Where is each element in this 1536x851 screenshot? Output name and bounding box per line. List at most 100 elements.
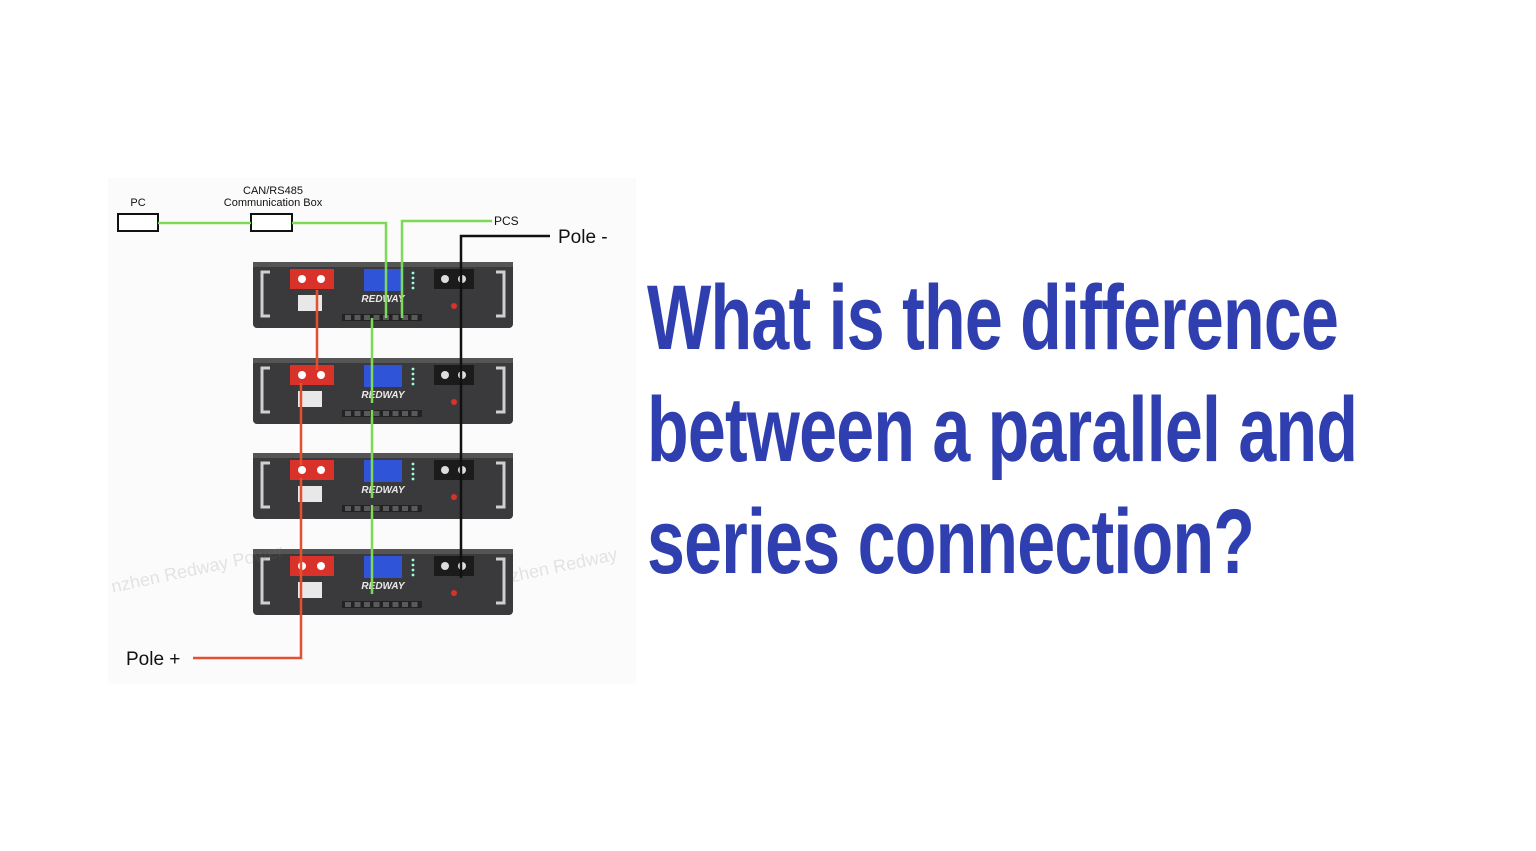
comm-port — [354, 602, 361, 607]
comm-port — [345, 411, 351, 416]
comm-port — [345, 315, 351, 320]
comm-port — [373, 506, 380, 511]
battery-handle-right — [496, 461, 506, 509]
terminal-bolt — [441, 371, 449, 379]
battery-module: REDWAY — [253, 549, 513, 615]
battery-screen — [364, 269, 402, 291]
terminal-bolt — [317, 466, 325, 474]
comm-port — [411, 315, 418, 320]
breaker-switch — [298, 391, 322, 407]
positive-terminal — [290, 460, 334, 480]
status-led — [411, 573, 415, 577]
terminal-bolt — [441, 466, 449, 474]
negative-terminal — [434, 365, 474, 385]
status-led — [411, 472, 415, 476]
pc-label: PC — [130, 197, 145, 209]
battery-top-edge — [253, 549, 513, 554]
battery-brand-label: REDWAY — [361, 294, 405, 305]
comm-box-label-2: Communication Box — [224, 197, 323, 209]
comm-port — [354, 315, 361, 320]
status-led — [411, 467, 415, 471]
battery-screen — [364, 556, 402, 578]
power-button — [451, 399, 457, 405]
breaker-switch — [298, 295, 322, 311]
comm-port — [373, 315, 380, 320]
port-strip — [342, 505, 422, 512]
comm-port — [345, 506, 351, 511]
battery-handle-right — [496, 366, 506, 414]
terminal-bolt — [298, 275, 306, 283]
terminal-bolt — [317, 371, 325, 379]
battery-module: REDWAY — [253, 453, 513, 519]
wiring-diagram-svg: PC CAN/RS485 Communication Box PCS Pole … — [109, 185, 619, 670]
port-strip — [342, 314, 422, 321]
status-led — [411, 558, 415, 562]
terminal-bolt — [317, 562, 325, 570]
negative-terminal — [434, 556, 474, 576]
battery-handle-left — [260, 366, 270, 414]
battery-brand-label: REDWAY — [361, 390, 405, 401]
battery-module: REDWAY — [253, 262, 513, 328]
comm-port — [364, 315, 370, 320]
comm-port — [392, 411, 399, 416]
terminal-bolt — [441, 562, 449, 570]
status-led — [411, 286, 415, 290]
comm-port — [345, 602, 351, 607]
positive-terminal — [290, 365, 334, 385]
status-led — [411, 568, 415, 572]
comm-port — [383, 411, 389, 416]
battery-module: REDWAY — [253, 358, 513, 424]
positive-bus-wire-3 — [193, 478, 303, 660]
comm-port — [354, 411, 361, 416]
pcs-label: PCS — [494, 214, 519, 228]
comm-to-battery-wire — [292, 221, 388, 318]
pole-minus-label: Pole - — [558, 227, 608, 248]
comm-box — [250, 213, 293, 232]
terminal-bolt — [298, 466, 306, 474]
status-led — [411, 367, 415, 371]
breaker-switch — [298, 486, 322, 502]
battery-screen — [364, 460, 402, 482]
comm-port — [402, 506, 408, 511]
comm-port — [383, 506, 389, 511]
wires — [158, 219, 550, 660]
positive-terminal — [290, 556, 334, 576]
port-strip — [342, 601, 422, 608]
status-led — [411, 382, 415, 386]
comm-port — [373, 411, 380, 416]
power-button — [451, 303, 457, 309]
pole-plus-label: Pole + — [126, 649, 180, 670]
status-led — [411, 462, 415, 466]
comm-port — [411, 506, 418, 511]
status-led — [411, 563, 415, 567]
battery-handle-left — [260, 557, 270, 605]
battery-handle-left — [260, 461, 270, 509]
negative-bus-wire — [459, 234, 550, 578]
pc-box — [117, 213, 159, 232]
power-button — [451, 590, 457, 596]
negative-terminal — [434, 269, 474, 289]
comm-port — [364, 506, 370, 511]
comm-port — [402, 602, 408, 607]
page-headline: What is the difference between a paralle… — [647, 262, 1358, 598]
comm-port — [364, 411, 370, 416]
comm-port — [392, 602, 399, 607]
positive-terminal — [290, 269, 334, 289]
battery-screen — [364, 365, 402, 387]
status-led — [411, 477, 415, 481]
comm-port — [411, 602, 418, 607]
terminal-bolt — [441, 275, 449, 283]
watermark-right: zhen Redway — [508, 544, 619, 586]
comm-box-label-1: CAN/RS485 — [243, 185, 303, 197]
battery-top-edge — [253, 358, 513, 363]
headline-line-2: between a parallel and — [647, 379, 1358, 481]
comm-port — [383, 602, 389, 607]
port-strip — [342, 410, 422, 417]
terminal-bolt — [298, 371, 306, 379]
battery-stack: REDWAY REDWAY REDWAY REDWAY — [253, 262, 513, 615]
comm-port — [411, 411, 418, 416]
battery-wiring-diagram: PC CAN/RS485 Communication Box PCS Pole … — [108, 178, 636, 684]
battery-brand-label: REDWAY — [361, 581, 405, 592]
comm-port — [402, 411, 408, 416]
comm-port — [354, 506, 361, 511]
